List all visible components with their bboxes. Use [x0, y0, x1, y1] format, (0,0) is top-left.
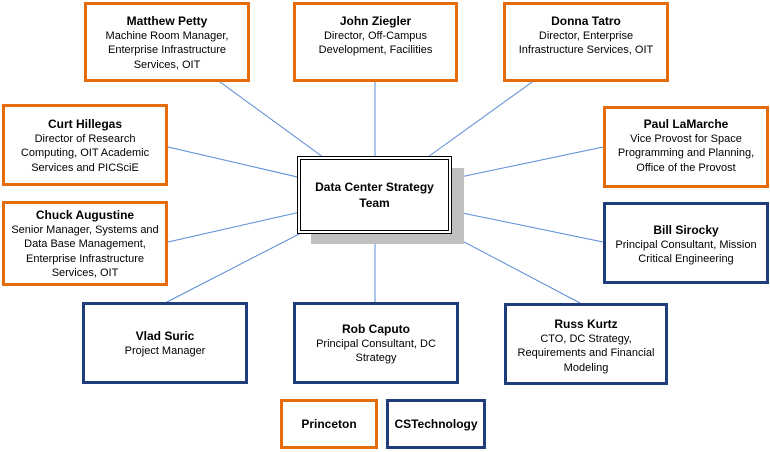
- member-role: Machine Room Manager, Enterprise Infrast…: [105, 29, 229, 71]
- member-box-chuck-augustine: Chuck Augustine Senior Manager, Systems …: [2, 201, 168, 286]
- member-name: Bill Sirocky: [653, 223, 719, 237]
- member-name: Chuck Augustine: [35, 208, 135, 222]
- member-role: Principal Consultant, DC Strategy: [316, 337, 436, 365]
- member-name: Matthew Petty: [126, 14, 208, 28]
- member-role: Director, Enterprise Infrastructure Serv…: [518, 29, 654, 57]
- member-role: Senior Manager, Systems and Data Base Ma…: [11, 223, 159, 280]
- center-box: Data Center Strategy Team: [297, 156, 452, 234]
- center-title: Data Center Strategy Team: [315, 180, 434, 210]
- member-role: Principal Consultant, Mission Critical E…: [615, 238, 757, 266]
- member-box-rob-caputo: Rob Caputo Principal Consultant, DC Stra…: [293, 302, 459, 384]
- member-box-curt-hillegas: Curt Hillegas Director of Research Compu…: [2, 104, 168, 186]
- member-role: Vice Provost for Space Programming and P…: [617, 132, 755, 174]
- member-role: Project Manager: [124, 344, 206, 357]
- member-box-russ-kurtz: Russ Kurtz CTO, DC Strategy, Requirement…: [504, 303, 668, 385]
- member-name: John Ziegler: [339, 14, 412, 28]
- legend-princeton: Princeton: [280, 399, 378, 449]
- member-name: Donna Tatro: [551, 14, 621, 28]
- legend-princeton-label: Princeton: [301, 417, 357, 431]
- member-box-donna-tatro: Donna Tatro Director, Enterprise Infrast…: [503, 2, 669, 82]
- member-name: Russ Kurtz: [554, 317, 618, 331]
- member-name: Rob Caputo: [342, 322, 410, 336]
- member-box-bill-sirocky: Bill Sirocky Principal Consultant, Missi…: [603, 202, 769, 284]
- member-role: Director, Off-Campus Development, Facili…: [318, 29, 433, 57]
- legend-cstechnology: CSTechnology: [386, 399, 486, 449]
- member-box-john-ziegler: John Ziegler Director, Off-Campus Develo…: [293, 2, 458, 82]
- member-box-vlad-suric: Vlad Suric Project Manager: [82, 302, 248, 384]
- member-role: Director of Research Computing, OIT Acad…: [20, 132, 150, 174]
- member-box-matthew-petty: Matthew Petty Machine Room Manager, Ente…: [84, 2, 250, 82]
- member-name: Vlad Suric: [135, 329, 195, 343]
- member-role: CTO, DC Strategy, Requirements and Finan…: [517, 332, 655, 374]
- member-name: Curt Hillegas: [47, 117, 122, 131]
- member-box-paul-lamarche: Paul LaMarche Vice Provost for Space Pro…: [603, 106, 769, 188]
- member-name: Paul LaMarche: [643, 117, 729, 131]
- legend-cstechnology-label: CSTechnology: [394, 417, 478, 431]
